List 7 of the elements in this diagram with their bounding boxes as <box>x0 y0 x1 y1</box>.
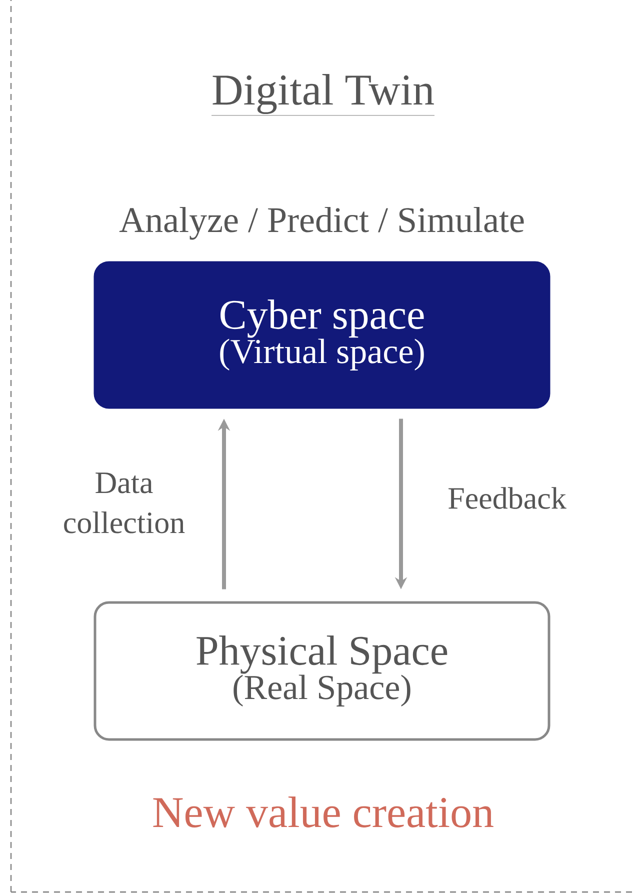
note: New value creation <box>153 796 494 828</box>
edge-label: Feedback <box>448 487 566 509</box>
node-caption: Analyze / Predict / Simulate <box>119 206 524 240</box>
process-box: Physical Space (Real Space) <box>94 601 550 741</box>
process-box: Cyber space (Virtual space) <box>94 261 550 409</box>
edge-label: Data collection <box>64 472 185 534</box>
title: Digital Twin <box>211 74 435 116</box>
